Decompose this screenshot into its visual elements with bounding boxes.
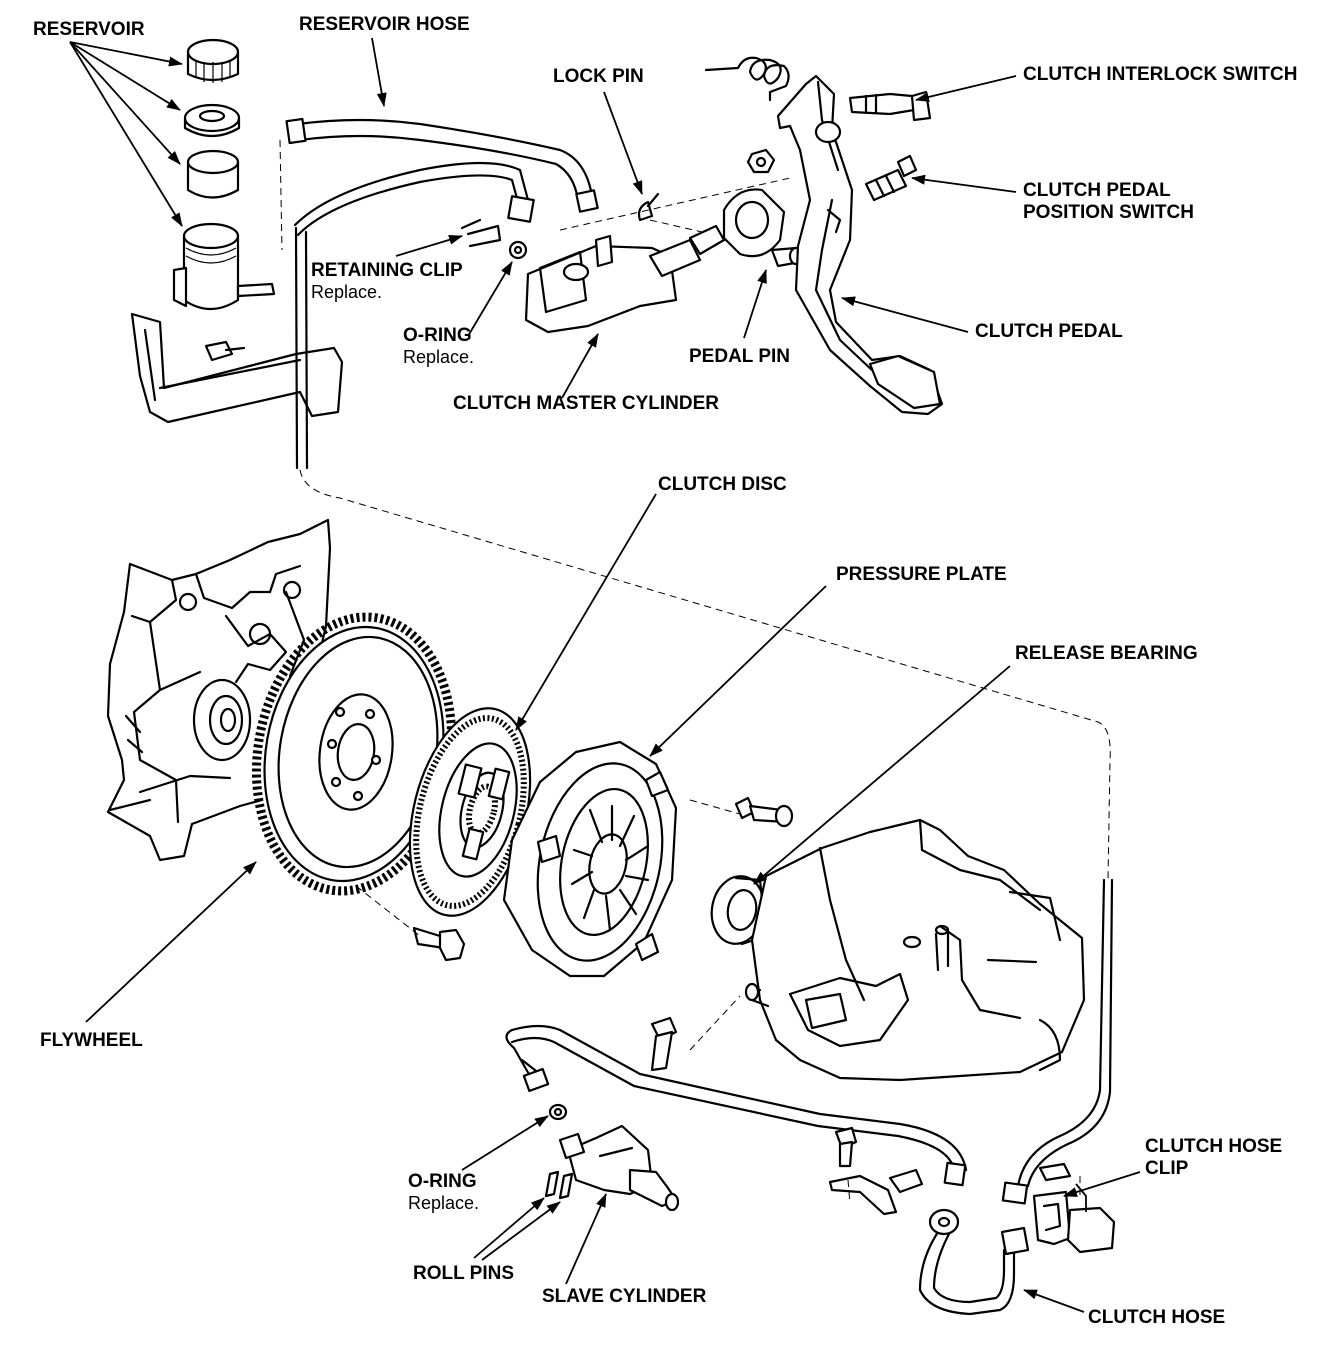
brake-line-to-master bbox=[293, 161, 535, 260]
reservoir-body bbox=[172, 222, 276, 311]
engine-block bbox=[106, 518, 332, 862]
flywheel-bolt bbox=[412, 926, 466, 962]
hard-line-vertical bbox=[294, 226, 309, 470]
label-reservoir-hose: RESERVOIR HOSE bbox=[299, 14, 470, 35]
clutch-interlock-switch bbox=[848, 90, 932, 122]
label-clutch-pedal-position-switch-line2: POSITION SWITCH bbox=[1023, 202, 1194, 223]
clutch-disc bbox=[408, 707, 532, 917]
nut-upper bbox=[746, 148, 776, 174]
label-roll-pins: ROLL PINS bbox=[413, 1263, 514, 1284]
routing-line bbox=[299, 469, 1111, 881]
transmission bbox=[744, 818, 1086, 1082]
lock-pin bbox=[637, 192, 660, 222]
slave-line bbox=[505, 1024, 968, 1187]
roll-pins bbox=[544, 1170, 574, 1200]
clutch-pedal-arm bbox=[776, 74, 944, 416]
label-lock-pin: LOCK PIN bbox=[553, 66, 644, 87]
label-pedal-pin: PEDAL PIN bbox=[689, 346, 791, 367]
label-clutch-pedal-position-switch: CLUTCH PEDAL POSITION SWITCH bbox=[1023, 180, 1194, 224]
label-clutch-hose-clip: CLUTCH HOSE CLIP bbox=[1145, 1136, 1282, 1180]
label-release-bearing: RELEASE BEARING bbox=[1015, 643, 1198, 664]
label-retaining-clip-note: Replace. bbox=[311, 282, 383, 302]
label-o-ring-upper-note: Replace. bbox=[403, 347, 475, 367]
reservoir-seal bbox=[183, 103, 241, 138]
label-pressure-plate: PRESSURE PLATE bbox=[836, 564, 1007, 585]
reservoir-cap bbox=[186, 38, 240, 83]
label-clutch-pedal: CLUTCH PEDAL bbox=[975, 321, 1123, 342]
label-o-ring-lower-note: Replace. bbox=[408, 1193, 480, 1213]
leader-arrows bbox=[69, 37, 1141, 1313]
label-flywheel: FLYWHEEL bbox=[40, 1030, 143, 1051]
label-reservoir: RESERVOIR bbox=[33, 19, 145, 40]
pressure-plate bbox=[502, 740, 678, 978]
label-clutch-disc: CLUTCH DISC bbox=[658, 474, 787, 495]
label-o-ring-upper: O-RING Replace. bbox=[403, 325, 474, 368]
clutch-hose-clip bbox=[1032, 1162, 1116, 1254]
return-spring bbox=[704, 56, 790, 102]
o-ring-lower-part bbox=[548, 1103, 568, 1121]
label-retaining-clip-title: RETAINING CLIP bbox=[311, 260, 463, 281]
master-cylinder bbox=[524, 224, 742, 334]
label-clutch-hose-clip-line2: CLIP bbox=[1145, 1158, 1189, 1179]
label-o-ring-lower-title: O-RING bbox=[408, 1171, 477, 1192]
label-clutch-interlock-switch: CLUTCH INTERLOCK SWITCH bbox=[1023, 64, 1298, 85]
slave-bolt bbox=[650, 1016, 678, 1072]
label-slave-cylinder: SLAVE CYLINDER bbox=[542, 1286, 707, 1307]
pedal-bracket-flange bbox=[722, 188, 786, 258]
axis-line-flywheel bbox=[355, 799, 741, 937]
retaining-clip bbox=[460, 218, 502, 248]
reservoir-bracket bbox=[130, 312, 344, 424]
label-o-ring-upper-title: O-RING bbox=[403, 325, 472, 346]
hose-bracket-parts bbox=[828, 1126, 924, 1216]
label-retaining-clip: RETAINING CLIP Replace. bbox=[311, 260, 463, 303]
clutch-pedal-position-switch bbox=[864, 154, 918, 202]
pressure-plate-bolt bbox=[734, 796, 794, 828]
label-clutch-hose: CLUTCH HOSE bbox=[1088, 1307, 1226, 1328]
label-clutch-hose-clip-line1: CLUTCH HOSE bbox=[1145, 1136, 1283, 1157]
slave-cylinder bbox=[558, 1124, 680, 1212]
label-clutch-master-cylinder: CLUTCH MASTER CYLINDER bbox=[453, 393, 719, 414]
label-clutch-pedal-position-switch-line1: CLUTCH PEDAL bbox=[1023, 180, 1171, 201]
reservoir-float bbox=[186, 149, 240, 199]
label-o-ring-lower: O-RING Replace. bbox=[408, 1171, 479, 1214]
clutch-hose bbox=[918, 878, 1114, 1316]
reservoir-hose bbox=[285, 117, 599, 213]
